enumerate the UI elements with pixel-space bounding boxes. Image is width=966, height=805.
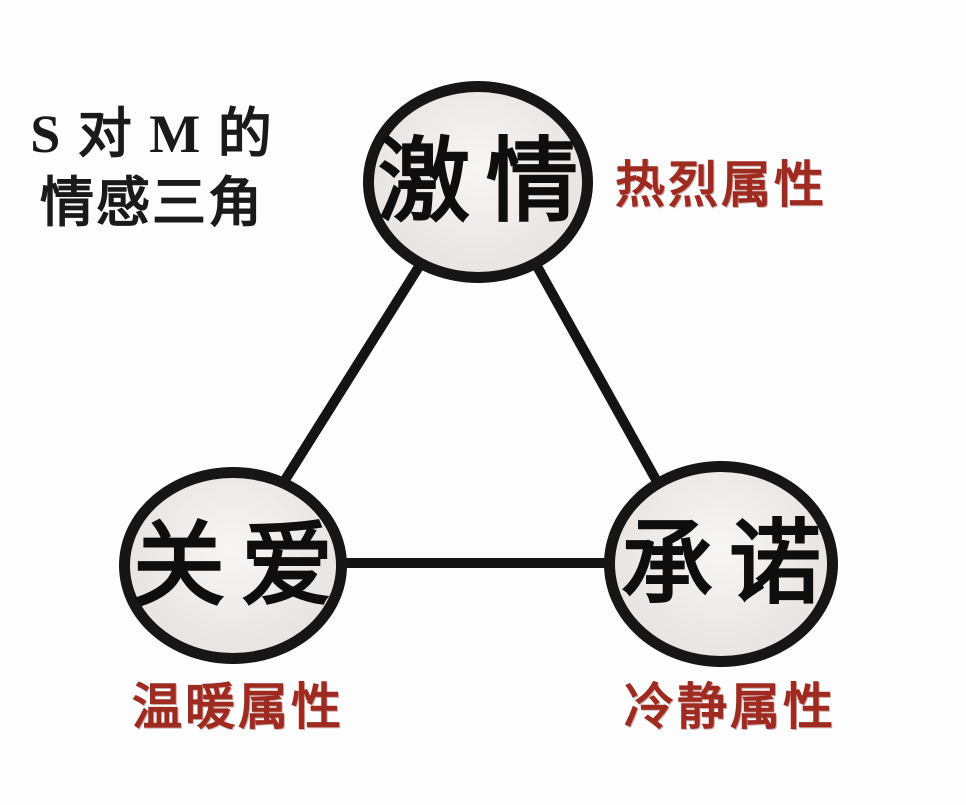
- diagram-title: S 对 M 的 情感三角: [22, 100, 282, 238]
- edge-passion-care: [280, 260, 425, 485]
- diagram-title-line-1: S 对 M 的: [30, 104, 274, 164]
- attribute-label-passion: 热烈属性: [615, 157, 827, 213]
- node-passion: 激情: [363, 81, 593, 283]
- node-care-label: 关爱: [132, 514, 349, 617]
- diagram-title-line-2: 情感三角: [40, 173, 264, 234]
- edge-passion-commitment: [533, 263, 660, 483]
- node-care: 关爱: [119, 467, 347, 664]
- node-commitment-label: 承诺: [620, 513, 837, 615]
- node-passion-label: 激情: [377, 131, 594, 233]
- attribute-label-commitment: 冷静属性: [624, 679, 836, 735]
- attribute-label-care: 温暖属性: [132, 679, 344, 735]
- node-commitment: 承诺: [604, 461, 838, 667]
